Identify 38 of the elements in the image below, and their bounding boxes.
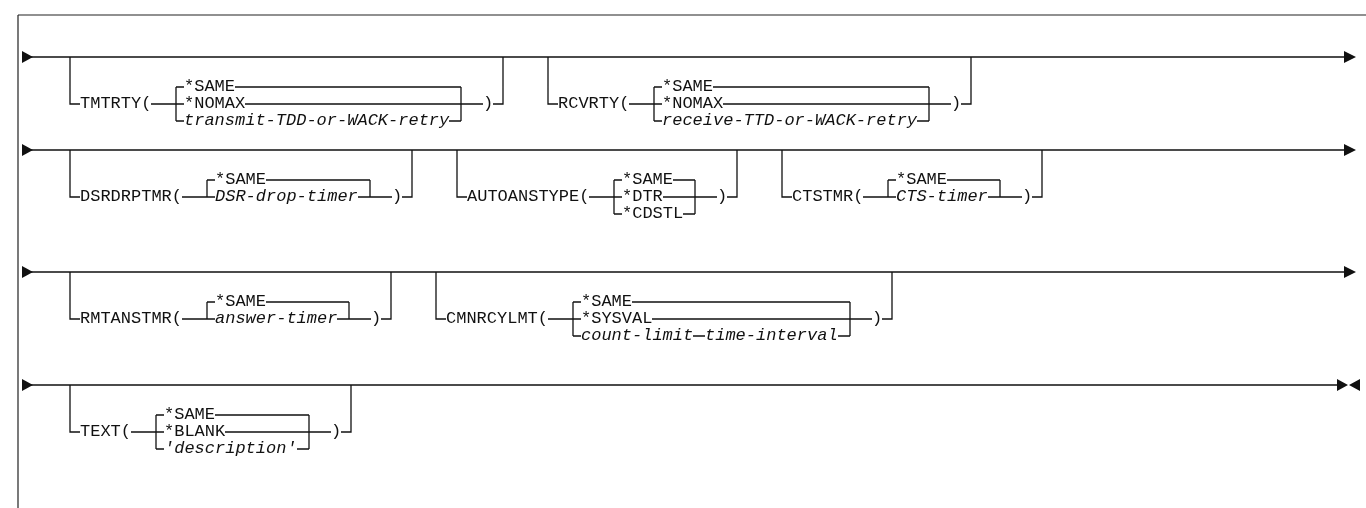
parameter-keyword: DSRDRPTMR( bbox=[80, 188, 183, 205]
closing-parenthesis: ) bbox=[951, 95, 962, 112]
variable-value: DSR-drop-timer bbox=[215, 188, 358, 205]
predefined-value: *SAME bbox=[662, 78, 713, 95]
parameter-keyword: CMNRCYLMT( bbox=[446, 310, 549, 327]
predefined-value: *SAME bbox=[184, 78, 235, 95]
parameter-keyword: AUTOANSTYPE( bbox=[467, 188, 590, 205]
variable-value: answer-timer bbox=[215, 310, 338, 327]
closing-parenthesis: ) bbox=[371, 310, 382, 327]
predefined-value: *SAME bbox=[581, 293, 632, 310]
predefined-value: *SAME bbox=[896, 171, 947, 188]
predefined-value: *SAME bbox=[622, 171, 673, 188]
predefined-value: *NOMAX bbox=[184, 95, 246, 112]
predefined-value: *SAME bbox=[215, 293, 266, 310]
parameter-keyword: TMTRTY( bbox=[80, 95, 152, 112]
predefined-value: *NOMAX bbox=[662, 95, 724, 112]
variable-value: transmit-TDD-or-WACK-retry bbox=[184, 112, 450, 129]
variable-value: receive-TTD-or-WACK-retry bbox=[662, 112, 918, 129]
predefined-value: *DTR bbox=[622, 188, 663, 205]
variable-value: time-interval bbox=[705, 327, 838, 344]
predefined-value: *SYSVAL bbox=[581, 310, 653, 327]
parameter-keyword: TEXT( bbox=[80, 423, 131, 440]
predefined-value: *SAME bbox=[215, 171, 266, 188]
predefined-value: *BLANK bbox=[164, 423, 226, 440]
closing-parenthesis: ) bbox=[483, 95, 494, 112]
predefined-value: *CDSTL bbox=[622, 205, 684, 222]
variable-value: 'description' bbox=[164, 440, 297, 457]
closing-parenthesis: ) bbox=[717, 188, 728, 205]
parameter-keyword: CTSTMR( bbox=[792, 188, 864, 205]
predefined-value: *SAME bbox=[164, 406, 215, 423]
closing-parenthesis: ) bbox=[872, 310, 883, 327]
closing-parenthesis: ) bbox=[1022, 188, 1033, 205]
closing-parenthesis: ) bbox=[392, 188, 403, 205]
variable-value: CTS-timer bbox=[896, 188, 988, 205]
parameter-keyword: RMTANSTMR( bbox=[80, 310, 183, 327]
variable-value: count-limit bbox=[581, 327, 694, 344]
parameter-keyword: RCVRTY( bbox=[558, 95, 630, 112]
closing-parenthesis: ) bbox=[331, 423, 342, 440]
